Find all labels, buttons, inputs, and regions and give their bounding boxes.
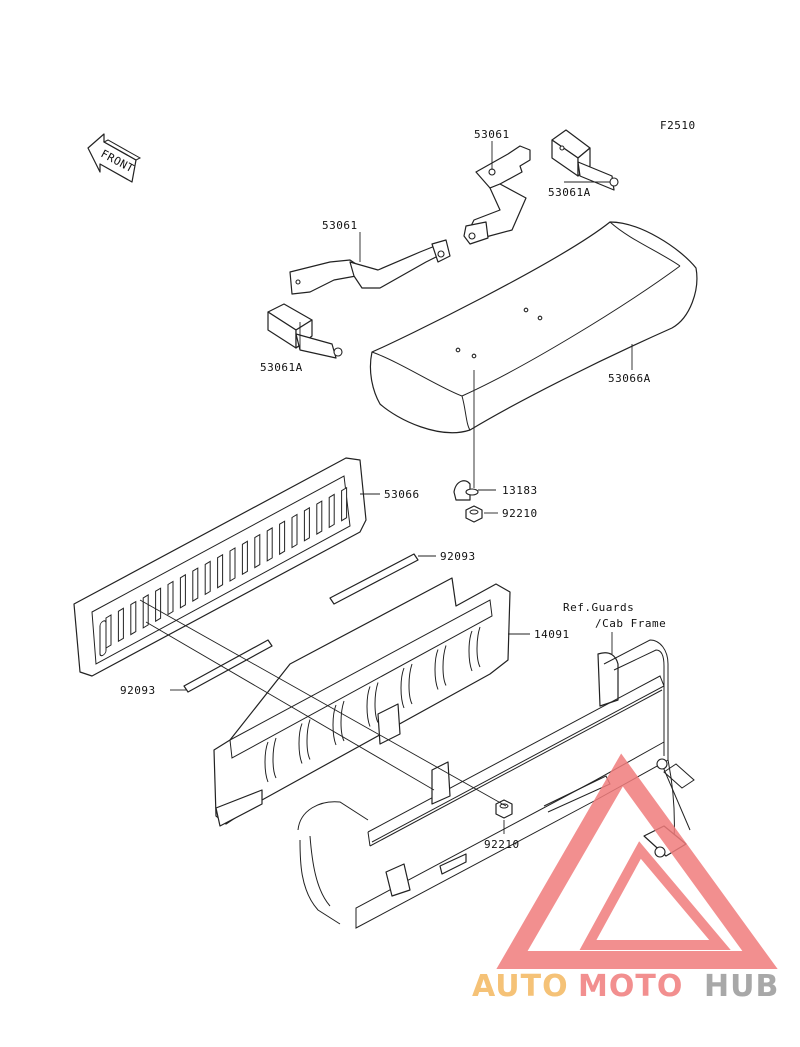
seat-pad-slot <box>328 493 335 529</box>
seat-pad-slot <box>229 547 236 582</box>
seat-frame-rib <box>264 737 277 783</box>
callout-92093-upper: 92093 <box>440 550 476 563</box>
seat-frame-rib <box>298 719 311 764</box>
callout-53066: 53066 <box>384 488 420 501</box>
callout-13183: 13183 <box>502 484 538 497</box>
seat-pad-slot <box>279 520 286 556</box>
seat-frame-rib <box>468 626 481 672</box>
seat-pad-slot <box>204 560 211 596</box>
watermark-triangle-icon <box>496 753 778 969</box>
seat-frame-rib <box>366 682 379 727</box>
callout-53061A-upper: 53061A <box>548 186 591 199</box>
seat-pad-slot <box>266 527 273 562</box>
seat-pad-slot <box>217 553 224 589</box>
callout-53061-middle: 53061 <box>322 219 358 232</box>
seat-frame-14091 <box>213 577 511 827</box>
watermark-brand-hub: HUB <box>704 969 779 1004</box>
watermark-brand-auto: AUTO <box>472 969 569 1004</box>
watermark-brand-moto: MOTO <box>578 969 683 1004</box>
seat-pad-slots <box>99 620 107 657</box>
strip-92093-upper <box>329 553 419 605</box>
seat-pad-slot <box>179 573 186 609</box>
seat-frame-rib <box>400 663 413 709</box>
bracket-53061A-upper <box>551 129 619 191</box>
seat-pad-slot <box>303 506 310 542</box>
strip-92093-lower <box>183 639 273 693</box>
seat-pad-53066 <box>73 457 367 677</box>
seat-pad-slot <box>105 614 112 649</box>
strap-53061-upper <box>463 145 531 245</box>
callout-53066A: 53066A <box>608 372 651 385</box>
callout-92093-lower: 92093 <box>120 684 156 697</box>
seat-frame-rib <box>434 645 447 690</box>
callout-92210-upper: 92210 <box>502 507 538 520</box>
reference-note-line1: Ref.Guards <box>563 601 634 614</box>
strap-53061-middle <box>289 239 451 295</box>
seat-pad-slot <box>155 587 162 623</box>
callout-92210-lower: 92210 <box>484 838 520 851</box>
seat-frame-rib <box>332 700 345 746</box>
watermark: AUTO MOTO HUB <box>472 753 779 1004</box>
seat-cushion-53066A <box>369 221 698 434</box>
callout-14091: 14091 <box>534 628 570 641</box>
seat-pad-slot <box>167 580 174 616</box>
callout-53061-upper: 53061 <box>474 128 510 141</box>
callout-53061A-lower: 53061A <box>260 361 303 374</box>
front-arrow-icon: FRONT <box>87 133 142 183</box>
seat-pad-slot <box>341 486 348 522</box>
seat-pad-slot <box>291 513 298 549</box>
seat-pad-slot <box>254 533 261 569</box>
nut-92210-upper <box>465 505 483 523</box>
bracket-53061A-lower <box>267 303 343 359</box>
seat-pad-slot <box>241 540 248 576</box>
seat-pad-slot <box>192 567 199 602</box>
leader-lines <box>139 141 633 834</box>
seat-pad-slot <box>316 500 323 535</box>
nut-92210-lower <box>495 799 513 819</box>
seat-pad-slot <box>117 607 124 643</box>
figure-code: F2510 <box>660 119 696 132</box>
bracket-13183 <box>453 480 479 501</box>
reference-note-line2: /Cab Frame <box>595 617 666 630</box>
seat-pad-slot <box>130 600 137 636</box>
seat-pad-slot <box>142 594 149 629</box>
